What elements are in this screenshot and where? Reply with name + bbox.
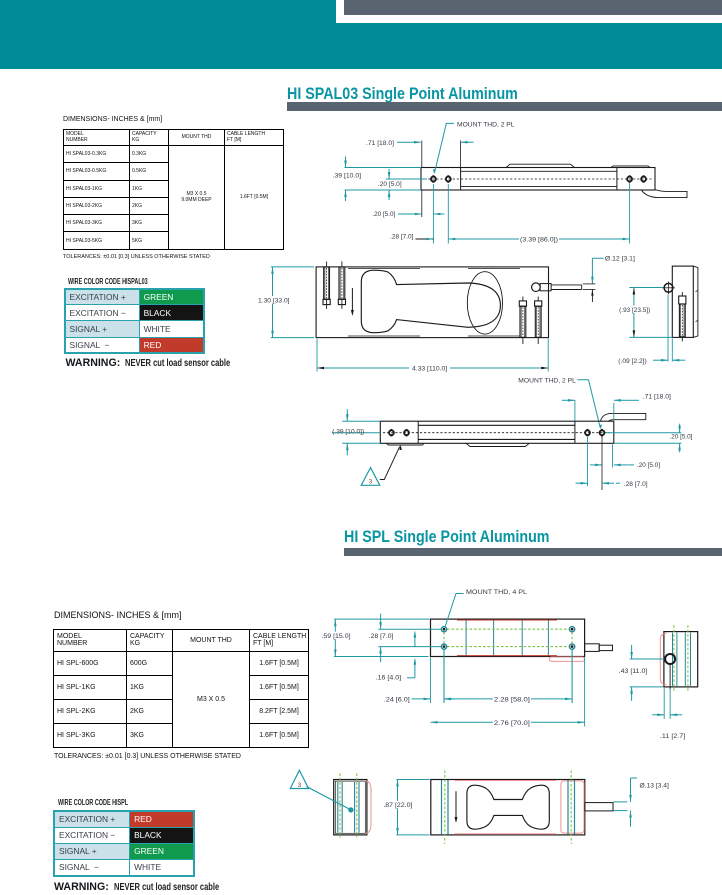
- svg-text:.43 [11.0]: .43 [11.0]: [619, 668, 648, 675]
- svg-text:Ø.12 [3.1]: Ø.12 [3.1]: [605, 255, 635, 262]
- svg-text:1.30 [33.0]: 1.30 [33.0]: [258, 297, 290, 304]
- svg-text:.28 [7.0]: .28 [7.0]: [369, 633, 394, 640]
- svg-text:(.39 [10.0]): (.39 [10.0]): [332, 429, 364, 436]
- svg-text:2.28 [58.0]: 2.28 [58.0]: [494, 696, 530, 703]
- svg-text:3: 3: [369, 479, 373, 486]
- svg-text:(.93 [23.5]): (.93 [23.5]): [619, 307, 650, 314]
- svg-text:.87 [22.0]: .87 [22.0]: [383, 802, 412, 809]
- svg-text:MOUNT THD, 2 PL: MOUNT THD, 2 PL: [457, 121, 515, 128]
- svg-text:MOUNT THD, 4 PL: MOUNT THD, 4 PL: [466, 589, 528, 596]
- svg-text:(3.39 [86.0]): (3.39 [86.0]): [520, 236, 558, 243]
- svg-text:.28 [7.0]: .28 [7.0]: [390, 234, 414, 241]
- svg-text:.16 [4.0]: .16 [4.0]: [376, 674, 402, 681]
- svg-text:4.33 [110.0]: 4.33 [110.0]: [412, 366, 447, 373]
- svg-text:.11 [2.7]: .11 [2.7]: [660, 733, 686, 740]
- svg-text:.24 [6.0]: .24 [6.0]: [384, 696, 410, 703]
- svg-text:2.76 [70.0]: 2.76 [70.0]: [494, 720, 530, 727]
- svg-text:(.09 [2.2]): (.09 [2.2]): [618, 358, 646, 365]
- svg-text:.28 [7.0]: .28 [7.0]: [624, 481, 648, 488]
- svg-text:.71 [18.0]: .71 [18.0]: [366, 140, 394, 147]
- svg-text:MOUNT THD, 2 PL: MOUNT THD, 2 PL: [518, 378, 576, 385]
- svg-text:.71 [18.0]: .71 [18.0]: [643, 394, 671, 401]
- svg-text:.20 [5.0]: .20 [5.0]: [378, 181, 402, 188]
- svg-text:Ø.13 [3.4]: Ø.13 [3.4]: [640, 782, 670, 789]
- svg-text:.20 [5.0]: .20 [5.0]: [637, 462, 660, 469]
- svg-text:.59 [15.0]: .59 [15.0]: [321, 633, 350, 640]
- svg-text:3: 3: [298, 782, 302, 789]
- svg-text:.39 [10.0]: .39 [10.0]: [333, 173, 362, 180]
- svg-text:.20 [5.0]: .20 [5.0]: [670, 433, 693, 440]
- svg-text:.20 [5.0]: .20 [5.0]: [372, 211, 395, 218]
